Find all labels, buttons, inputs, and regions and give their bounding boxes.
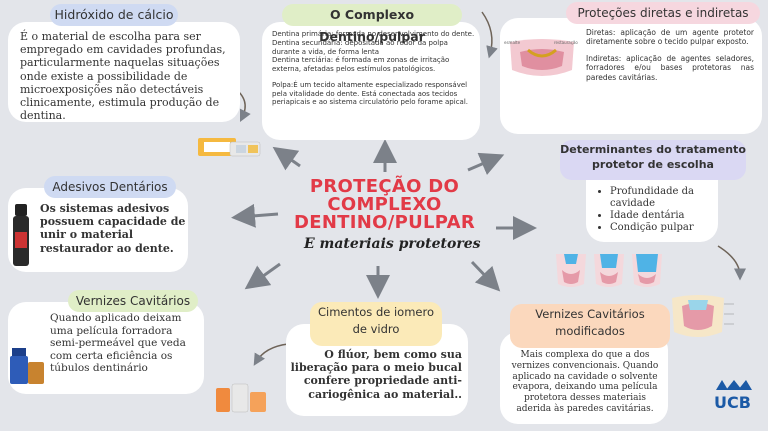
complexo-dentina-primaria: Dentina primária: formada no desenvolvim… bbox=[272, 30, 475, 38]
cimentos-title: Cimentos de iomero de vidro bbox=[310, 302, 442, 346]
main-subtitle: E materiais protetores bbox=[304, 236, 481, 252]
tooth-protection-diagram: esmalte restauração bbox=[504, 39, 578, 76]
svg-text:esmalte: esmalte bbox=[504, 40, 521, 45]
protecoes-diretas: Diretas: aplicação de um agente protetor… bbox=[586, 28, 754, 47]
determinantes-title: Determinantes do tratamento protetor de … bbox=[560, 140, 746, 180]
arrow-curve-complexo bbox=[481, 11, 498, 59]
complexo-dentina-secundaria: Dentina secundária: depositada ao redor … bbox=[272, 38, 448, 56]
protecoes-title: Proteções diretas e indiretas bbox=[566, 2, 760, 24]
main-title: PROTEÇÃO DO COMPLEXO DENTINO/PULPAR bbox=[293, 176, 476, 233]
protecoes-indiretas: Indiretas: aplicação de agentes seladore… bbox=[586, 53, 754, 82]
determinantes-item: Idade dentária bbox=[610, 210, 716, 222]
hidroxido-card bbox=[8, 22, 240, 122]
complexo-text: Dentina primária: formada no desenvolvim… bbox=[272, 30, 476, 107]
determinantes-list: Profundidade da cavidade Idade dentária … bbox=[596, 186, 716, 234]
arrow-up-right bbox=[467, 152, 505, 175]
hidroxido-text: É o material de escolha para ser emprega… bbox=[20, 30, 226, 123]
arrow-down-left bbox=[244, 262, 281, 290]
ucb-logo-text: UCB bbox=[714, 393, 751, 412]
complexo-card bbox=[262, 22, 480, 140]
hidroxido-title: Hidróxido de cálcio bbox=[50, 4, 178, 26]
vernizes-title: Vernizes Cavitários bbox=[68, 290, 198, 312]
glass-ionomer-product-image bbox=[216, 383, 266, 413]
complexo-polpa: Polpa:É um tecido altamente especializad… bbox=[272, 80, 469, 107]
cimentos-text: O flúor, bem como sua liberação para o m… bbox=[290, 348, 462, 401]
vernizes-text: Quando aplicado deixam uma película forr… bbox=[50, 312, 186, 375]
protecoes-card bbox=[500, 18, 762, 134]
determinantes-item: Profundidade da cavidade bbox=[610, 186, 716, 210]
cavity-depth-tooth-images bbox=[556, 254, 662, 287]
vernizes-mod-title: Vernizes Cavitários modificados bbox=[510, 304, 670, 348]
arrow-down-right bbox=[470, 260, 501, 292]
complexo-dentina-terciaria: Dentina terciária: é formada em zonas de… bbox=[272, 56, 450, 73]
arrow-up-left bbox=[272, 146, 301, 171]
adesivos-card bbox=[8, 188, 188, 272]
adhesive-bottle-image bbox=[13, 204, 29, 266]
ucb-logo-icon bbox=[716, 380, 752, 390]
arrow-curve-determinantes bbox=[717, 245, 746, 281]
arrow-curve-cimentos bbox=[253, 343, 289, 366]
vernizes-mod-text: Mais complexa do que a dos vernizes conv… bbox=[511, 350, 659, 414]
complexo-title: O Complexo Dentino/pulpar bbox=[282, 4, 462, 44]
varnish-bottle-image bbox=[10, 348, 44, 384]
svg-text:restauração: restauração bbox=[554, 40, 578, 45]
arrow-left bbox=[231, 203, 279, 228]
protecoes-text: Diretas: aplicação de um agente protetor… bbox=[586, 28, 754, 82]
calcium-hydroxide-product-image bbox=[198, 138, 261, 157]
determinantes-item: Condição pulpar bbox=[610, 222, 716, 234]
adesivos-title: Adesivos Dentários bbox=[44, 176, 176, 198]
tooth-layers-diagram bbox=[672, 295, 734, 337]
adesivos-text: Os sistemas adesivos possuem capacidade … bbox=[40, 202, 186, 255]
